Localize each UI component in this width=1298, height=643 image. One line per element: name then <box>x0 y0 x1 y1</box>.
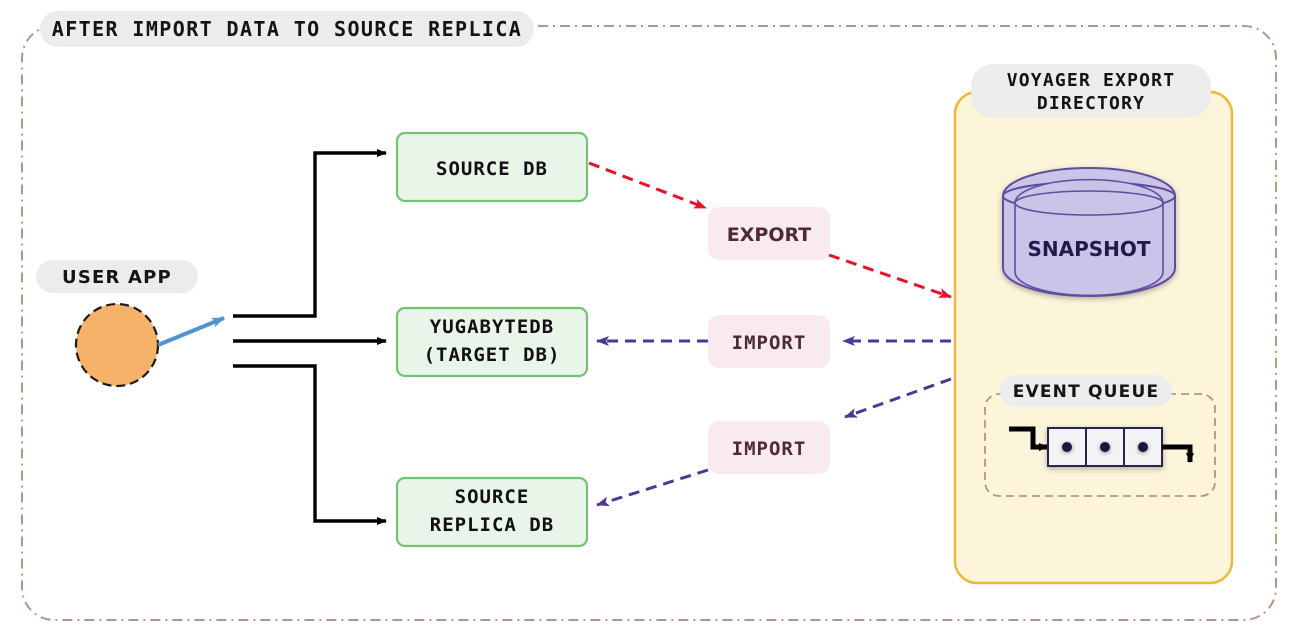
outer-frame <box>21 25 1277 621</box>
source-db-node[interactable]: SOURCE DB <box>395 131 589 203</box>
snapshot-label: SNAPSHOT <box>1027 237 1150 261</box>
event-queue-box <box>984 393 1216 497</box>
yugabytedb-target-db-node[interactable]: YUGABYTEDB (TARGET DB) <box>395 306 589 378</box>
import-arrow-label-to-source-replica-db <box>596 468 709 507</box>
event-queue-outbound-arrow <box>1162 444 1194 463</box>
yugabytedb-target-db-label-line1: YUGABYTEDB <box>430 316 554 338</box>
snapshot-cylinder <box>1002 167 1176 297</box>
import-label-badge-replica: IMPORT <box>708 421 830 474</box>
user-app-to-fanout-arrow <box>157 316 225 347</box>
user-app-label-pill: USER APP <box>36 260 198 293</box>
event-dot <box>1138 442 1148 452</box>
event-dot <box>1100 442 1110 452</box>
export-label-badge: EXPORT <box>708 207 830 260</box>
diagram-title: AFTER IMPORT DATA TO SOURCE REPLICA <box>40 11 534 47</box>
source-replica-db-label-line1: SOURCE <box>455 486 530 508</box>
user-app-node[interactable] <box>74 302 160 388</box>
user-app-label: USER APP <box>62 267 172 288</box>
event-queue-label-pill: EVENT QUEUE <box>1000 375 1172 407</box>
event-queue-inbound-arrow <box>1009 426 1049 451</box>
diagram-title-text: AFTER IMPORT DATA TO SOURCE REPLICA <box>52 17 522 41</box>
event-queue-label: EVENT QUEUE <box>1013 382 1160 402</box>
import-label-text-target: IMPORT <box>732 332 807 354</box>
source-replica-db-label-line2: REPLICA DB <box>430 514 554 536</box>
event-dot <box>1062 442 1072 452</box>
export-arrow-label-to-voyager <box>828 253 952 299</box>
voyager-container-box <box>953 90 1234 585</box>
source-replica-db-node[interactable]: SOURCE REPLICA DB <box>395 476 589 548</box>
route-to-source-db <box>233 149 387 318</box>
voyager-label-pill: VOYAGER EXPORT DIRECTORY <box>971 64 1211 118</box>
voyager-label-line2: DIRECTORY <box>1037 93 1145 114</box>
source-db-label: SOURCE DB <box>436 158 548 180</box>
export-arrow-source-to-label <box>588 161 707 210</box>
yugabytedb-target-db-label-line2: (TARGET DB) <box>424 344 561 366</box>
route-to-source-replica-db <box>233 364 387 525</box>
export-label-text: EXPORT <box>727 224 811 246</box>
event-queue-group <box>984 393 1216 497</box>
import-arrow-voyager-to-label-replica <box>844 377 952 419</box>
voyager-export-directory <box>953 90 1234 585</box>
voyager-label-line1: VOYAGER EXPORT <box>1007 70 1176 91</box>
import-label-badge-target: IMPORT <box>708 315 830 368</box>
import-label-text-replica: IMPORT <box>732 438 807 460</box>
